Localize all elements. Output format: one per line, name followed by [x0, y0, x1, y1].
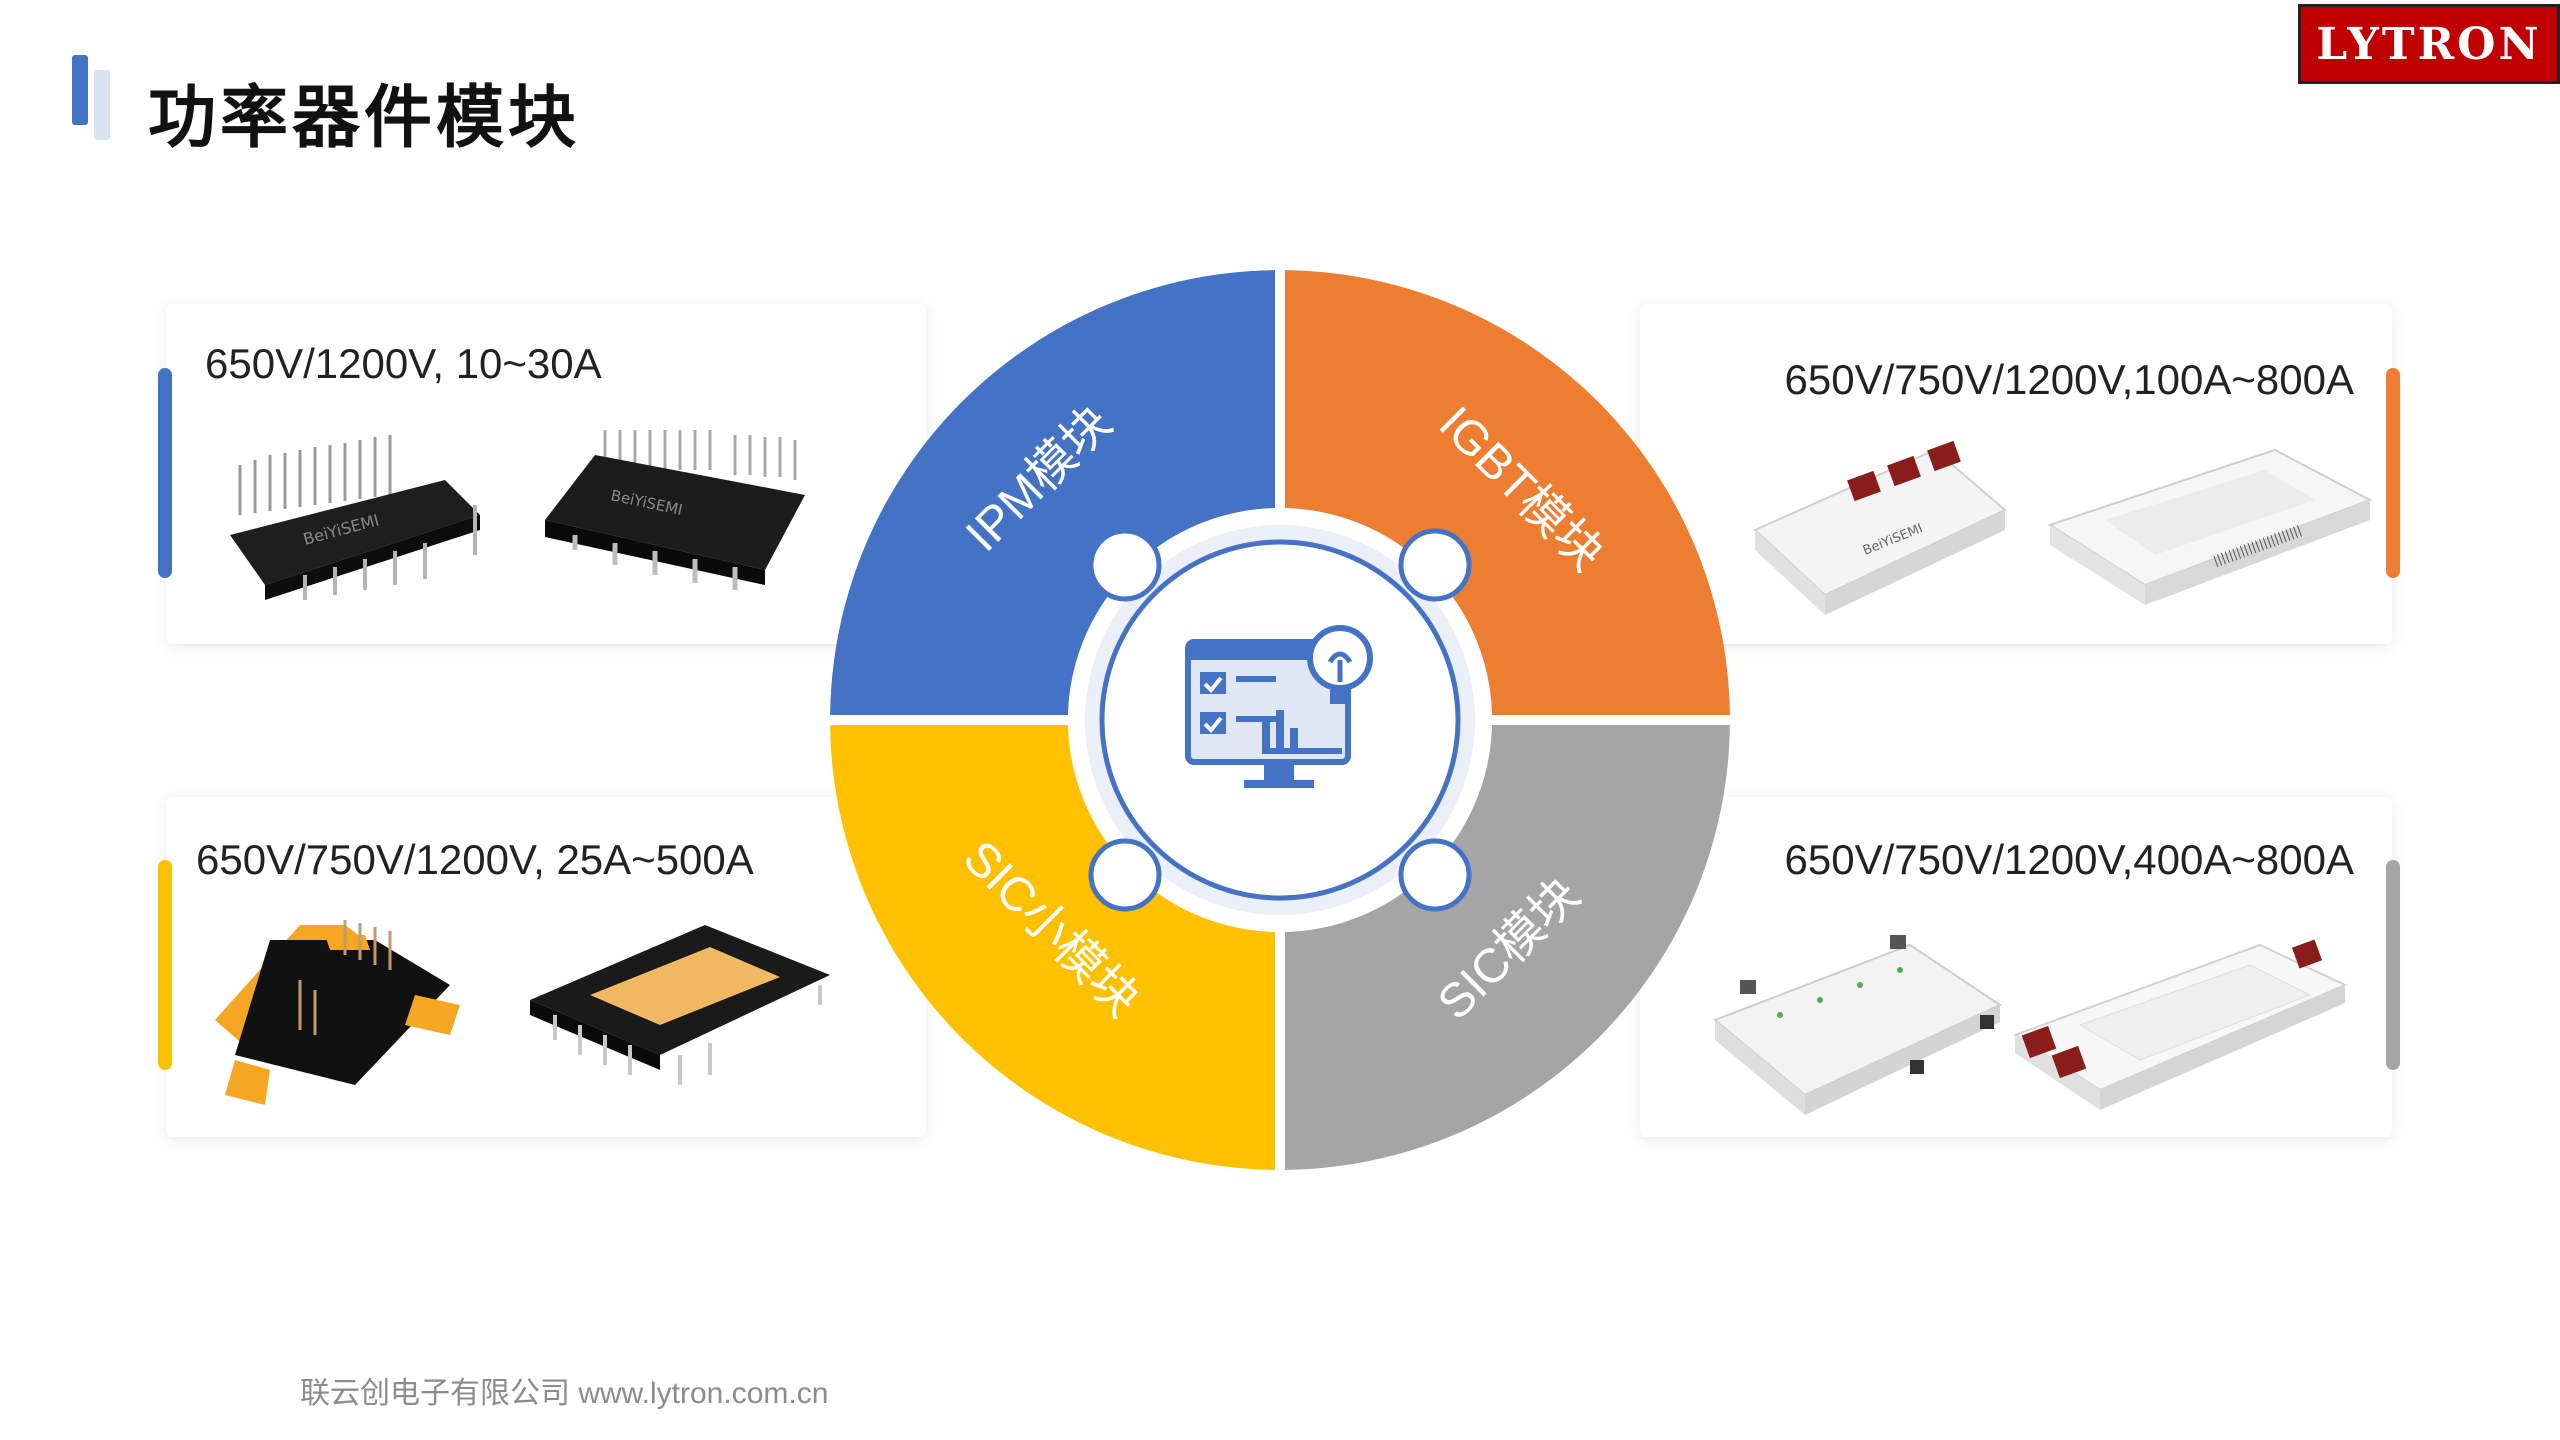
ipm-accent-bar: [158, 368, 172, 578]
lytron-logo: LYTRON: [2298, 4, 2560, 84]
sic-module-image-2: [2012, 939, 2348, 1110]
igbt-spec: 650V/750V/1200V,100A~800A: [1784, 356, 2354, 403]
logo-text: LYTRON: [2316, 18, 2542, 70]
footer-text: 联云创电子有限公司 www.lytron.com.cn: [300, 1377, 829, 1410]
igbt-puzzle-tab: [1282, 340, 1342, 400]
sic-module-image: [1713, 935, 2003, 1115]
igbt-accent-bar: [2386, 368, 2400, 578]
igbt-module-image-2: |||||||||||||||||||||||: [2047, 448, 2373, 605]
sic-small-spec: 650V/750V/1200V, 25A~500A: [196, 836, 754, 883]
sic-spec: 650V/750V/1200V,400A~800A: [1784, 836, 2354, 883]
ipm-module-image: BeiYiSEMI: [230, 435, 480, 600]
ipm-module-image-2: BeiYiSEMI: [545, 430, 805, 590]
igbt-module-image: BeiYiSEMI: [1753, 440, 2007, 615]
sic-small-module-image: [215, 920, 460, 1105]
title-accent-bar: [72, 55, 88, 125]
ipm-spec: 650V/1200V, 10~30A: [205, 340, 602, 387]
sic-puzzle-tab: [1590, 722, 1650, 782]
sic-small-module-image-2: [530, 925, 830, 1085]
sic-small-accent-bar: [158, 860, 172, 1070]
sic-accent-bar: [2386, 860, 2400, 1070]
page-title: 功率器件模块: [148, 79, 581, 158]
ipm-puzzle-tab: [910, 658, 970, 718]
sic-small-puzzle-tab: [1218, 1040, 1278, 1100]
title-accent-bar-light: [94, 70, 110, 140]
dashboard-idea-icon: [1185, 625, 1373, 788]
